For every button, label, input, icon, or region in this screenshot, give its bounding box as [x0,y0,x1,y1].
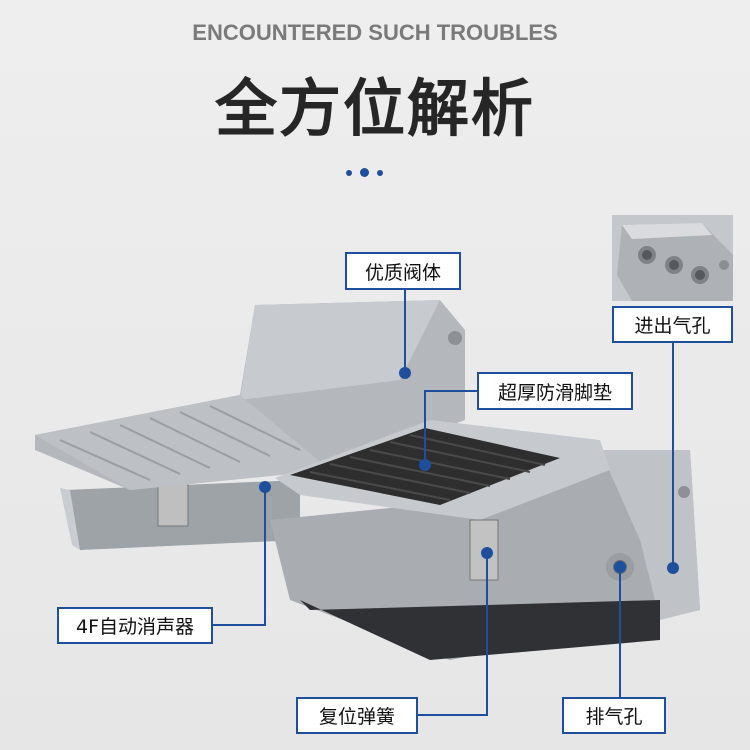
decorative-dots [346,168,383,177]
label-exhaust-port: 排气孔 [562,697,666,734]
callout-dot [399,367,411,379]
dot [360,168,369,177]
air-ports-inset-image [612,215,733,301]
dot [377,169,383,176]
page-title: 全方位解析 [214,72,535,145]
label-reset-spring: 复位弹簧 [296,697,418,734]
callout-dot [614,561,626,573]
label-anti-slip-pad: 超厚防滑脚垫 [477,372,633,410]
dot [346,169,352,176]
label-valve-body: 优质阀体 [345,252,461,290]
subtitle: ENCOUNTERED SUCH TROUBLES [192,20,558,45]
callout-dot [481,547,493,559]
label-silencer: 4F自动消声器 [57,607,213,644]
callout-dot [259,481,271,493]
callout-dot [419,459,431,471]
callout-dot [667,562,679,574]
air-ports-illustration [612,215,733,301]
label-air-ports: 进出气孔 [612,306,733,343]
